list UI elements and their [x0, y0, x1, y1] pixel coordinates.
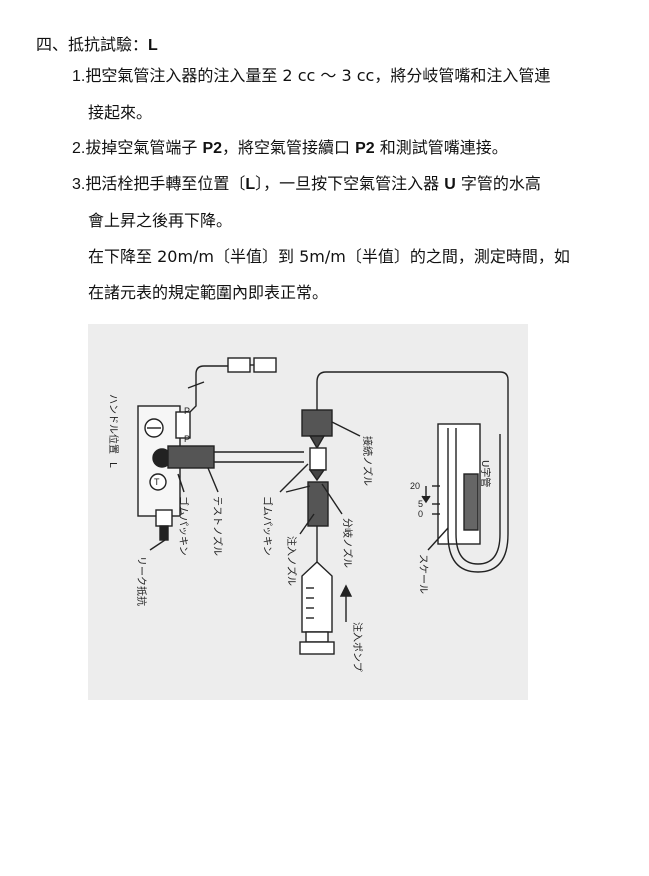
scale-tick-5: 5 — [418, 499, 423, 509]
step-1: 1.把空氣管注入器的注入量至 2 cc ～ 3 cc，將分岐管嘴和注入管連 接起… — [72, 58, 620, 131]
step-2-number: 2. — [72, 140, 86, 157]
pipe-connector-1 — [227, 357, 251, 373]
valve-port-t — [149, 473, 167, 491]
label-handle-position: ハンドル位置 — [107, 394, 120, 454]
step-1-number: 1. — [72, 68, 86, 85]
connection-nozzle-cap — [301, 409, 333, 437]
label-branch-nozzle: 分岐ノズル — [341, 518, 354, 568]
step-2-text-a: 拔掉空氣管端子 — [85, 138, 203, 157]
step-3: 3.把活栓把手轉至位置〔L〕，一旦按下空氣管注入器 U 字管的水高 會上昇之後再… — [72, 166, 620, 311]
valve-t-label: T — [154, 477, 160, 487]
step-3-line-3: 在下降至 20m/m〔半值〕到 5m/m〔半值〕的之間，測定時間，如 — [88, 247, 570, 266]
air-pipe-to-u-tube — [316, 371, 509, 434]
valve-p2-label: P — [184, 434, 190, 444]
label-test-nozzle: テストノズル — [211, 496, 224, 556]
step-2-bold-a: P2 — [202, 140, 223, 157]
label-u-tube: U字管 — [479, 460, 492, 487]
label-scale: スケール — [417, 554, 429, 594]
step-2-text-b: ，將空氣管接續口 — [222, 138, 356, 157]
resistance-test-diagram: P P T 20 5 0 ハンドル位置 L リーク抵抗 ゴムパッキン テストノズ… — [88, 324, 528, 700]
scale-tick-0: 0 — [418, 509, 423, 519]
step-2: 2.拔掉空氣管端子 P2，將空氣管接續口 P2 和測試管嘴連接。 — [72, 130, 620, 167]
pipe-clip — [187, 381, 205, 389]
step-2-text-c: 和測試管嘴連接。 — [374, 138, 508, 157]
injection-pump-plunger — [299, 641, 335, 655]
step-3-number: 3. — [72, 176, 86, 193]
step-1-text-b: 接起來。 — [88, 103, 153, 122]
section-heading: 四、抵抗試驗：L — [36, 34, 158, 57]
u-tube — [447, 434, 509, 573]
scale-tick-20: 20 — [410, 481, 420, 491]
step-1-text-a: 把空氣管注入器的注入量至 2 cc ～ 3 cc，將分岐管嘴和注入管連 — [85, 66, 551, 85]
test-nozzle-body — [167, 445, 215, 469]
step-2-bold-b: P2 — [355, 140, 375, 157]
label-connection-nozzle: 接続ノズル — [361, 436, 374, 486]
valve-p1-label: P — [184, 406, 190, 416]
step-3-text-c: 字管的水高 — [455, 174, 541, 193]
label-rubber-packing-1: ゴムパッキン — [177, 496, 190, 556]
step-3-bold-b: U — [444, 176, 456, 193]
injection-pump-barrel — [301, 561, 333, 633]
label-injection-pump: 注入ポンプ — [351, 622, 364, 672]
step-3-text-b: 〕，一旦按下空氣管注入器 — [255, 174, 445, 193]
diagram-svg: P P T 20 5 0 ハンドル位置 L リーク抵抗 ゴムパッキン テストノズ… — [107, 357, 509, 672]
step-3-text-a: 把活栓把手轉至位置〔 — [85, 174, 246, 193]
air-pipe-top — [195, 365, 228, 392]
section-heading-code: L — [148, 37, 158, 54]
step-3-line-2: 會上昇之後再下降。 — [88, 211, 233, 230]
step-3-line-4: 在諸元表的規定範圍內即表正常。 — [88, 283, 329, 302]
label-rubber-packing-2: ゴムパッキン — [261, 496, 274, 556]
step-3-bold-a: L — [245, 176, 256, 193]
branch-nozzle-body — [309, 447, 327, 471]
label-injection-nozzle: 注入ノズル — [285, 536, 298, 586]
label-handle-l: L — [107, 462, 118, 468]
pipe-connector-2 — [253, 357, 277, 373]
label-leak-resistance: リーク抵抗 — [135, 556, 148, 606]
leak-resistor — [155, 509, 173, 527]
section-heading-prefix: 四、抵抗試驗： — [36, 35, 149, 54]
